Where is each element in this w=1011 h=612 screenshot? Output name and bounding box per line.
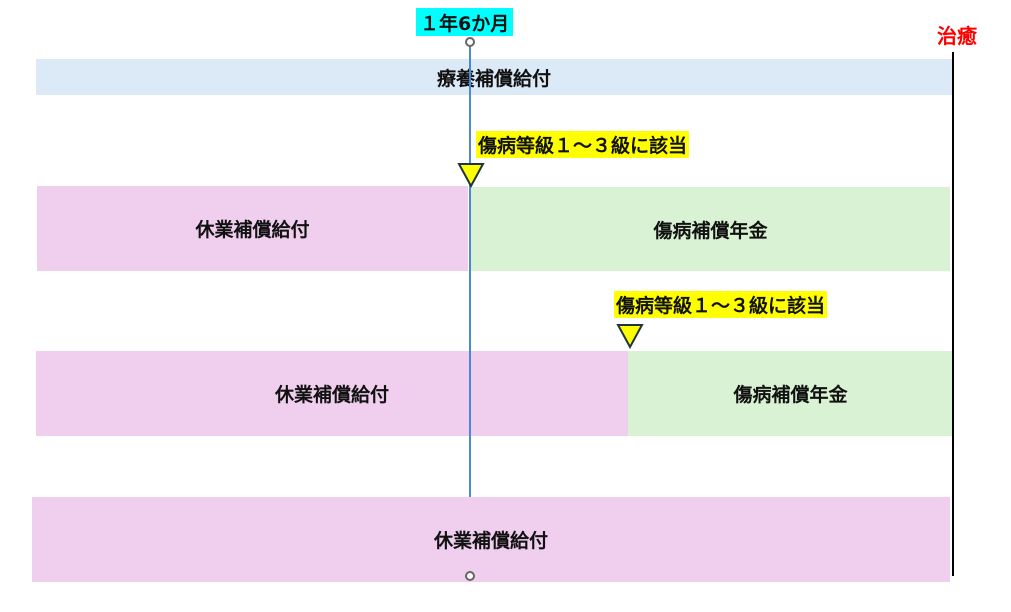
grade-annotation-2: 傷病等級１～３級に該当 (614, 291, 828, 318)
cure-label: 治癒 (937, 24, 977, 48)
start-marker-circle (465, 37, 475, 47)
triangle-marker-2-icon (616, 324, 644, 349)
row1-leave-bar: 休業補償給付 (37, 186, 468, 271)
end-marker-circle (465, 571, 475, 581)
row2-pension-bar: 傷病補償年金 (628, 351, 953, 436)
timeline-line (469, 46, 471, 497)
one-year-six-months-label: １年6か月 (416, 8, 514, 36)
row3-leave-bar: 休業補償給付 (32, 497, 950, 582)
medical-benefit-bar: 療養補償給付 (36, 59, 952, 95)
row1-pension-bar: 傷病補償年金 (471, 187, 950, 271)
cure-line (952, 52, 954, 576)
grade-annotation-1: 傷病等級１～３級に該当 (476, 131, 690, 158)
triangle-marker-1-icon (457, 163, 485, 188)
row2-leave-bar: 休業補償給付 (36, 351, 628, 436)
